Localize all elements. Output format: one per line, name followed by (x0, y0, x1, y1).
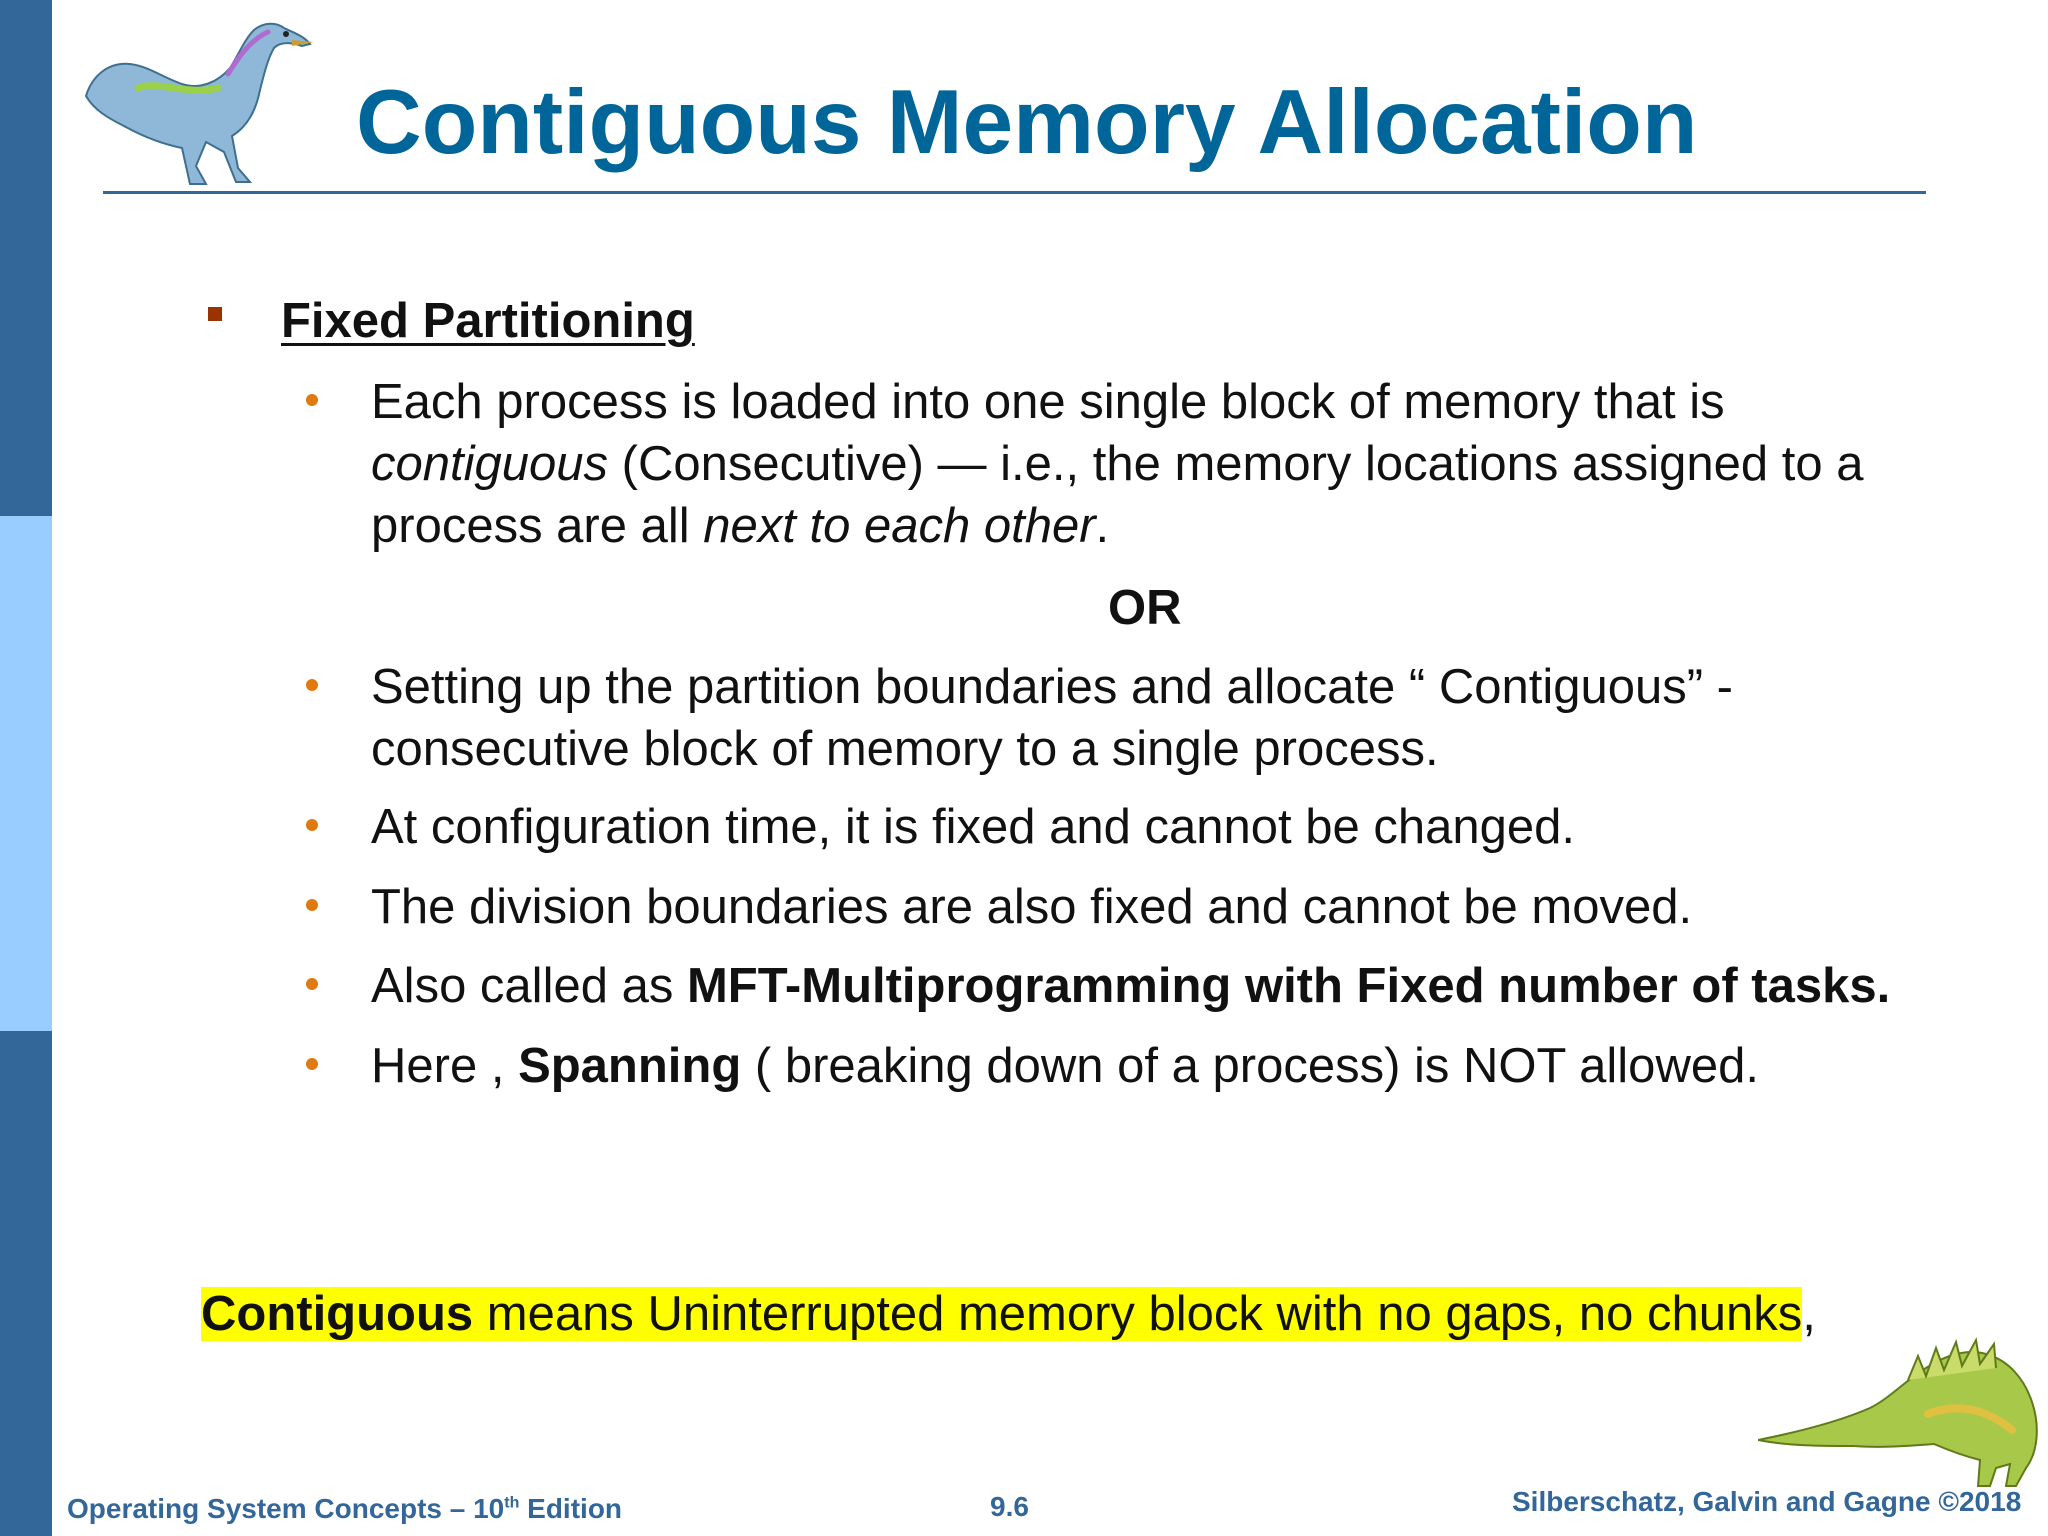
bullet-dot-icon (306, 1058, 318, 1070)
bullet-dot-icon (306, 394, 318, 406)
bullet-5-bold: MFT-Multiprogramming with Fixed number o… (686, 959, 1891, 1013)
or-separator: OR (1108, 581, 1182, 635)
bullet-1-line-2: contiguous (Consecutive) — i.e., the mem… (371, 433, 1951, 495)
bullet-6-start: Here , (371, 1039, 519, 1093)
sidebar-band-bottom (0, 1031, 52, 1536)
slide-number: 9.6 (990, 1491, 1029, 1522)
footer-edition-label: Edition (519, 1493, 623, 1524)
bullet-6-end: ( breaking down of a process) is NOT all… (741, 1039, 1759, 1093)
footer-edition-superscript: th (504, 1494, 520, 1512)
bullet-6: Here , Spanning ( breaking down of a pro… (371, 1035, 1951, 1097)
bullet-4: The division boundaries are also fixed a… (371, 880, 1693, 934)
title-divider (103, 191, 1926, 194)
bullet-2-line-2: consecutive block of memory to a single … (371, 722, 1439, 776)
note-trail: , (1802, 1287, 1816, 1341)
bullet-dot-icon (306, 819, 318, 831)
bullet-1-italic-term: contiguous (371, 437, 609, 491)
heading-bullet-icon (208, 307, 222, 321)
note-bold: Contiguous (201, 1287, 474, 1341)
sidebar-band-top (0, 0, 52, 516)
note-text: means Uninterrupted memory block with no… (473, 1287, 1803, 1341)
bullet-3: At configuration time, it is fixed and c… (371, 800, 1575, 854)
footer-title-text: Operating System Concepts – 10 (67, 1493, 505, 1524)
bullet-dot-icon (306, 978, 318, 990)
bullet-5: Also called as MFT-Multiprogramming with… (371, 955, 1951, 1017)
bullet-6-bold: Spanning (518, 1039, 742, 1093)
bullet-1-line-1: Each process is loaded into one single b… (371, 375, 1725, 429)
bullet-1-line-3-start: process are all (371, 499, 704, 553)
bullet-1-line-2-text: (Consecutive) — i.e., the memory locatio… (608, 437, 1864, 491)
slide-title: Contiguous Memory Allocation (356, 72, 1698, 173)
note-highlight: Contiguous means Uninterrupted memory bl… (201, 1287, 1803, 1341)
dinosaur-top-icon (84, 22, 314, 185)
dinosaur-bottom-icon (1758, 1336, 2038, 1487)
highlighted-note: Contiguous means Uninterrupted memory bl… (201, 1283, 1816, 1345)
footer-authors: Silberschatz, Galvin and Gagne ©2018 (1512, 1486, 2022, 1517)
bullet-1-italic-phrase: next to each other (703, 499, 1096, 553)
bullet-dot-icon (306, 899, 318, 911)
bullet-dot-icon (306, 679, 318, 691)
bullet-1-line-3: process are all next to each other. (371, 495, 1951, 557)
footer-book-title: Operating System Concepts – 10th Edition (67, 1493, 622, 1525)
bullet-2-line-1: Setting up the partition boundaries and … (371, 660, 1733, 714)
section-heading: Fixed Partitioning (281, 294, 695, 348)
bullet-5-text: Also called as (371, 959, 687, 1013)
bullet-1-line-3-end: . (1095, 499, 1110, 553)
sidebar-band-middle (0, 516, 52, 1031)
